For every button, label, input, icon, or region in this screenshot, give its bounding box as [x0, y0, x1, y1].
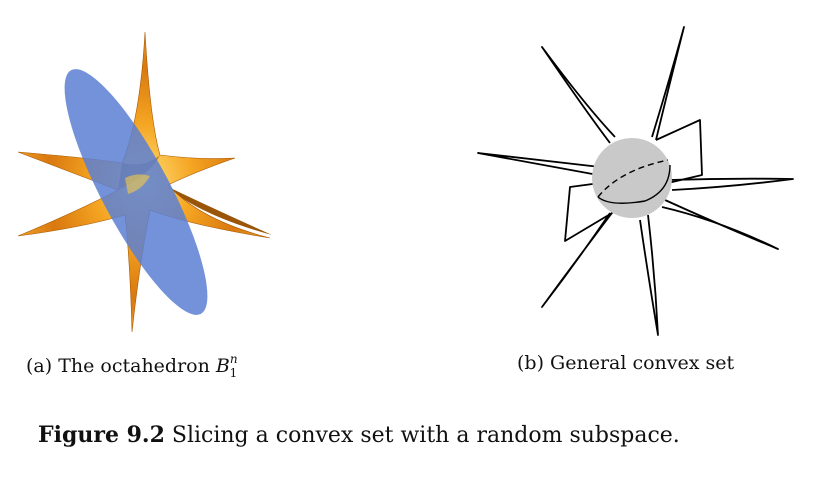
convex-spike	[661, 199, 779, 250]
subfigure-caption-a: (a) The octahedron Bn1	[26, 352, 238, 380]
math-b1n: Bn1	[215, 352, 238, 380]
convex-set-illustration	[477, 26, 794, 336]
subfigure-label: (a)	[26, 355, 53, 377]
random-subspace-plane	[64, 69, 208, 315]
subfigure-caption-text: The octahedron	[58, 355, 210, 377]
octahedron-figure	[0, 0, 300, 350]
figure-caption: Figure 9.2 Slicing a convex set with a r…	[38, 422, 680, 448]
slice-ellipse-back	[597, 159, 669, 198]
convex-spike	[667, 177, 794, 191]
convex-flap	[564, 182, 613, 242]
convex-flap	[655, 119, 703, 184]
convex-spike	[651, 26, 685, 141]
figure-caption-text: Slicing a convex set with a random subsp…	[171, 423, 680, 448]
figure-label: Figure 9.2	[38, 422, 165, 448]
convex-spike	[477, 152, 601, 176]
subfigure-caption-b: (b) General convex set	[517, 352, 734, 374]
euclidean-ball	[592, 138, 672, 218]
convex-spike	[541, 46, 616, 144]
subfigure-label: (b)	[517, 352, 544, 374]
octahedron-illustration	[17, 31, 272, 333]
convex-set-figure	[460, 15, 810, 345]
subfigure-caption-text: General convex set	[550, 352, 735, 374]
convex-spike	[639, 214, 659, 336]
star-highlight	[125, 174, 150, 194]
convex-spike	[541, 204, 619, 308]
slice-ellipse-front	[597, 164, 671, 204]
